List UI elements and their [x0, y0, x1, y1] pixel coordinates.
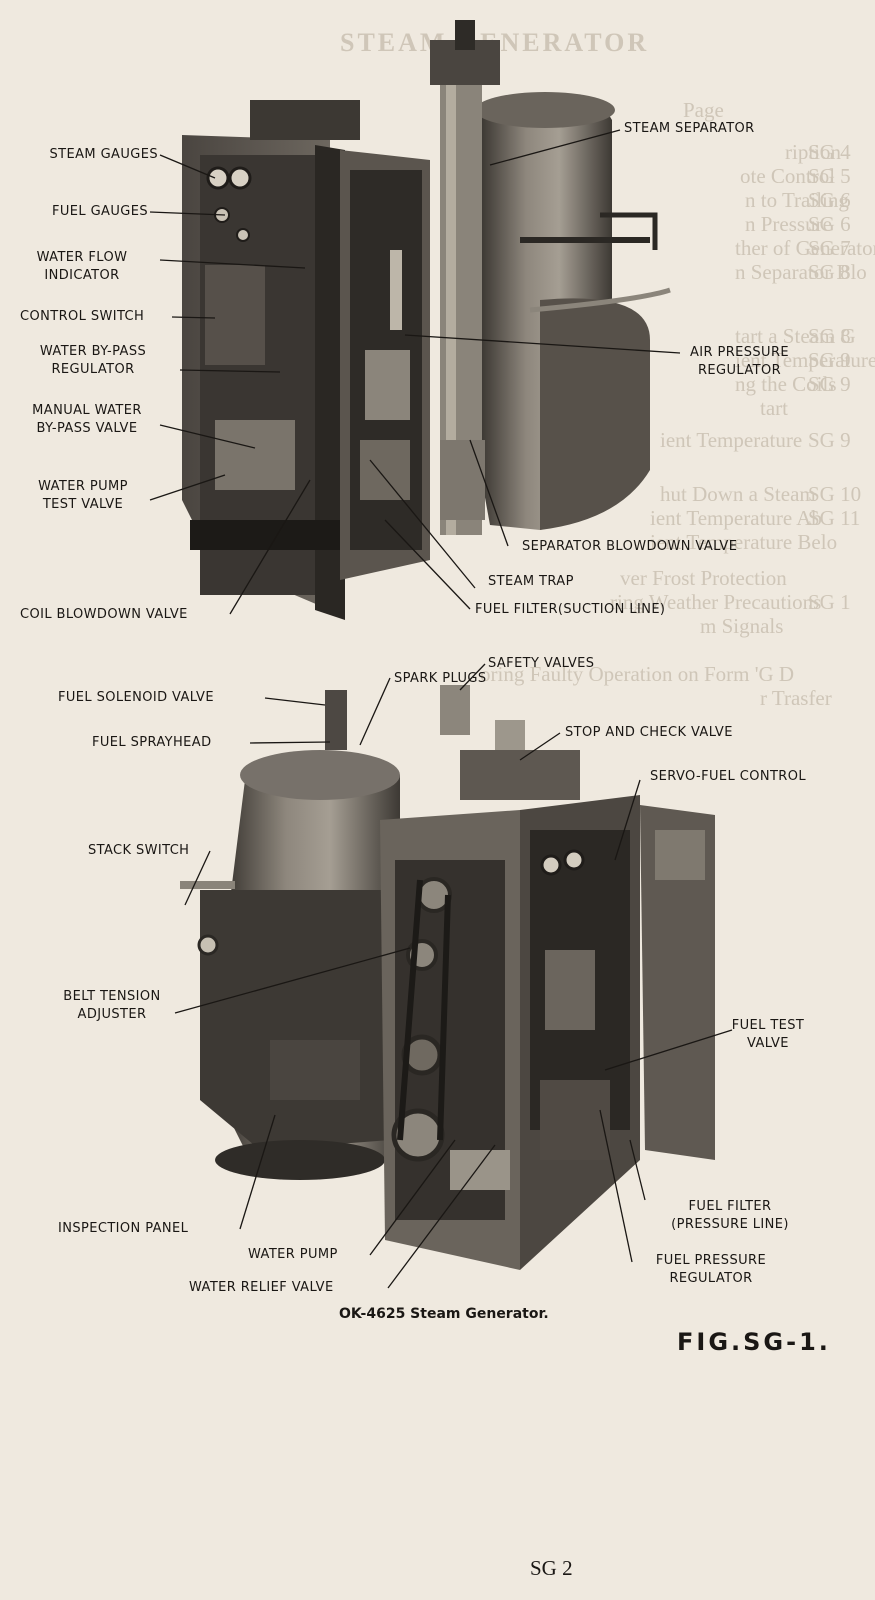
bleed-page-ref: SG 6 — [808, 188, 851, 212]
label-line: (PRESSURE LINE) — [671, 1217, 789, 1232]
upper-steam-generator-photo — [182, 20, 671, 620]
bleed-page-ref: SG 8 — [808, 260, 851, 284]
label-steam-gauges: STEAM GAUGES — [49, 147, 158, 162]
bleed-line: ote Control — [740, 164, 836, 188]
label-line: BELT TENSION — [63, 989, 161, 1004]
bleed-line: ription — [785, 140, 841, 164]
label-water-relief-valve: WATER RELIEF VALVE — [189, 1280, 334, 1295]
label-belt-tension-adjuster: BELT TENSION ADJUSTER — [48, 988, 176, 1024]
bleed-page-ref: SG 6 — [808, 212, 851, 236]
label-separator-blowdown-valve: SEPARATOR BLOWDOWN VALVE — [522, 539, 738, 554]
label-steam-trap: STEAM TRAP — [488, 574, 574, 589]
page-number: SG 2 — [530, 1556, 573, 1580]
bleed-line: oring Faulty Operation on Form 'G D — [480, 662, 795, 686]
bleed-page-ref: SG 4 — [808, 140, 851, 164]
bleed-line: ient Temperature — [660, 428, 803, 452]
bleed-page-ref: SG 10 — [808, 482, 862, 506]
label-line: MANUAL WATER — [32, 403, 142, 418]
label-line: AIR PRESSURE — [689, 345, 790, 360]
label-fuel-filter-suction-line: FUEL FILTER(SUCTION LINE) — [475, 602, 666, 617]
label-fuel-pressure-regulator: FUEL PRESSURE REGULATOR — [636, 1252, 786, 1288]
bleed-page-ref: SG 9 — [808, 372, 851, 396]
label-line: REGULATOR — [51, 362, 135, 377]
label-line: ADJUSTER — [77, 1007, 147, 1022]
bleed-page-ref: SG 8 — [808, 324, 851, 348]
lower-leader-lines — [174, 663, 733, 1289]
upper-leader-lines — [149, 129, 681, 615]
bleed-line: ient Temperature Belo — [650, 530, 838, 554]
figure-caption: OK-4625 Steam Generator. — [339, 1306, 549, 1322]
bleed-line: ient Temperature — [735, 348, 875, 372]
label-fuel-gauges: FUEL GAUGES — [51, 204, 148, 219]
label-fuel-filter-pressure-line: FUEL FILTER (PRESSURE LINE) — [650, 1198, 810, 1234]
bleed-line: ng the Coils — [735, 372, 837, 396]
label-control-switch: CONTROL SWITCH — [20, 309, 145, 324]
label-fuel-sprayhead: FUEL SPRAYHEAD — [92, 735, 212, 750]
bleed-page-ref: SG 1 — [808, 590, 851, 614]
bleed-through-page-header: Page — [683, 98, 724, 122]
bleed-line: r Trasfer — [760, 686, 832, 710]
label-fuel-test-valve: FUEL TEST VALVE — [718, 1017, 818, 1053]
bleed-page-ref: SG 5 — [808, 164, 851, 188]
label-line: VALVE — [747, 1036, 789, 1051]
label-air-pressure-regulator: AIR PRESSURE REGULATOR — [672, 344, 807, 380]
label-line: INDICATOR — [44, 268, 120, 283]
label-fuel-solenoid-valve: FUEL SOLENOID VALVE — [58, 690, 214, 705]
label-line: FUEL FILTER — [688, 1199, 772, 1214]
bleed-line: n Separator Blo — [735, 260, 867, 284]
label-line: FUEL TEST — [731, 1018, 805, 1033]
bleed-line: n Pressure — [745, 212, 832, 236]
bleed-line: m Signals — [700, 614, 784, 638]
label-safety-valves: SAFETY VALVES — [488, 656, 595, 671]
bleed-line: tart — [760, 396, 788, 420]
bleed-line: tart a Steam G — [735, 324, 856, 348]
bleed-page-ref: SG 9 — [808, 428, 851, 452]
label-manual-water-bypass-valve: MANUAL WATER BY-PASS VALVE — [12, 402, 162, 438]
label-line: REGULATOR — [669, 1271, 753, 1286]
label-water-bypass-regulator: WATER BY-PASS REGULATOR — [18, 343, 168, 379]
bleed-line: ring Weather Precautions — [610, 590, 822, 614]
label-inspection-panel: INSPECTION PANEL — [58, 1221, 189, 1236]
bleed-line: n to Trailing — [745, 188, 849, 212]
label-line: WATER FLOW — [36, 250, 128, 265]
label-stack-switch: STACK SWITCH — [88, 843, 190, 858]
bleed-line: hut Down a Steam — [660, 482, 816, 506]
label-line: TEST VALVE — [42, 497, 124, 512]
label-coil-blowdown-valve: COIL BLOWDOWN VALVE — [20, 607, 188, 622]
label-steam-separator: STEAM SEPARATOR — [624, 121, 755, 136]
label-line: WATER BY-PASS — [39, 344, 147, 359]
label-water-flow-indicator: WATER FLOW INDICATOR — [18, 249, 146, 285]
lower-steam-generator-photo — [180, 685, 715, 1270]
bleed-line: ver Frost Protection — [620, 566, 787, 590]
label-line: BY-PASS VALVE — [36, 421, 138, 436]
label-stop-and-check-valve: STOP AND CHECK VALVE — [565, 725, 733, 740]
bleed-page-ref: SG 7 — [808, 236, 851, 260]
figure-id: FIG.SG-1. — [677, 1328, 831, 1356]
bleed-page-ref: SG 9 — [808, 348, 851, 372]
bleed-page-ref: SG 11 — [808, 506, 861, 530]
bleed-line: ient Temperature Ab — [650, 506, 822, 530]
bleed-line: ther of Generator — [735, 236, 875, 260]
label-line: REGULATOR — [697, 363, 782, 378]
label-servo-fuel-control: SERVO-FUEL CONTROL — [650, 769, 807, 784]
label-spark-plugs: SPARK PLUGS — [394, 671, 487, 686]
label-line: FUEL PRESSURE — [655, 1253, 767, 1268]
label-water-pump-test-valve: WATER PUMP TEST VALVE — [18, 478, 148, 514]
label-water-pump: WATER PUMP — [248, 1247, 338, 1262]
label-line: WATER PUMP — [38, 479, 128, 494]
